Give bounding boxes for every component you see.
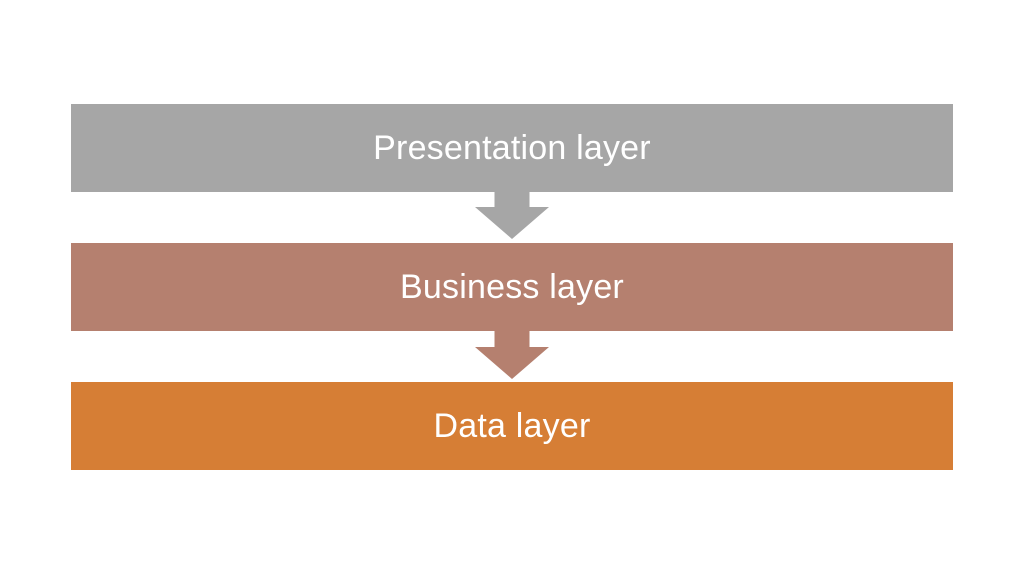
layer-data: Data layer (71, 382, 953, 470)
layer-presentation-label: Presentation layer (373, 128, 651, 167)
down-arrow-icon (475, 331, 549, 379)
down-arrow-shape (475, 331, 549, 379)
down-arrow-shape (475, 191, 549, 239)
down-arrow-icon (475, 191, 549, 239)
layer-data-label: Data layer (433, 406, 591, 445)
layer-business-label: Business layer (400, 267, 624, 306)
layer-presentation: Presentation layer (71, 104, 953, 192)
layer-business: Business layer (71, 243, 953, 331)
